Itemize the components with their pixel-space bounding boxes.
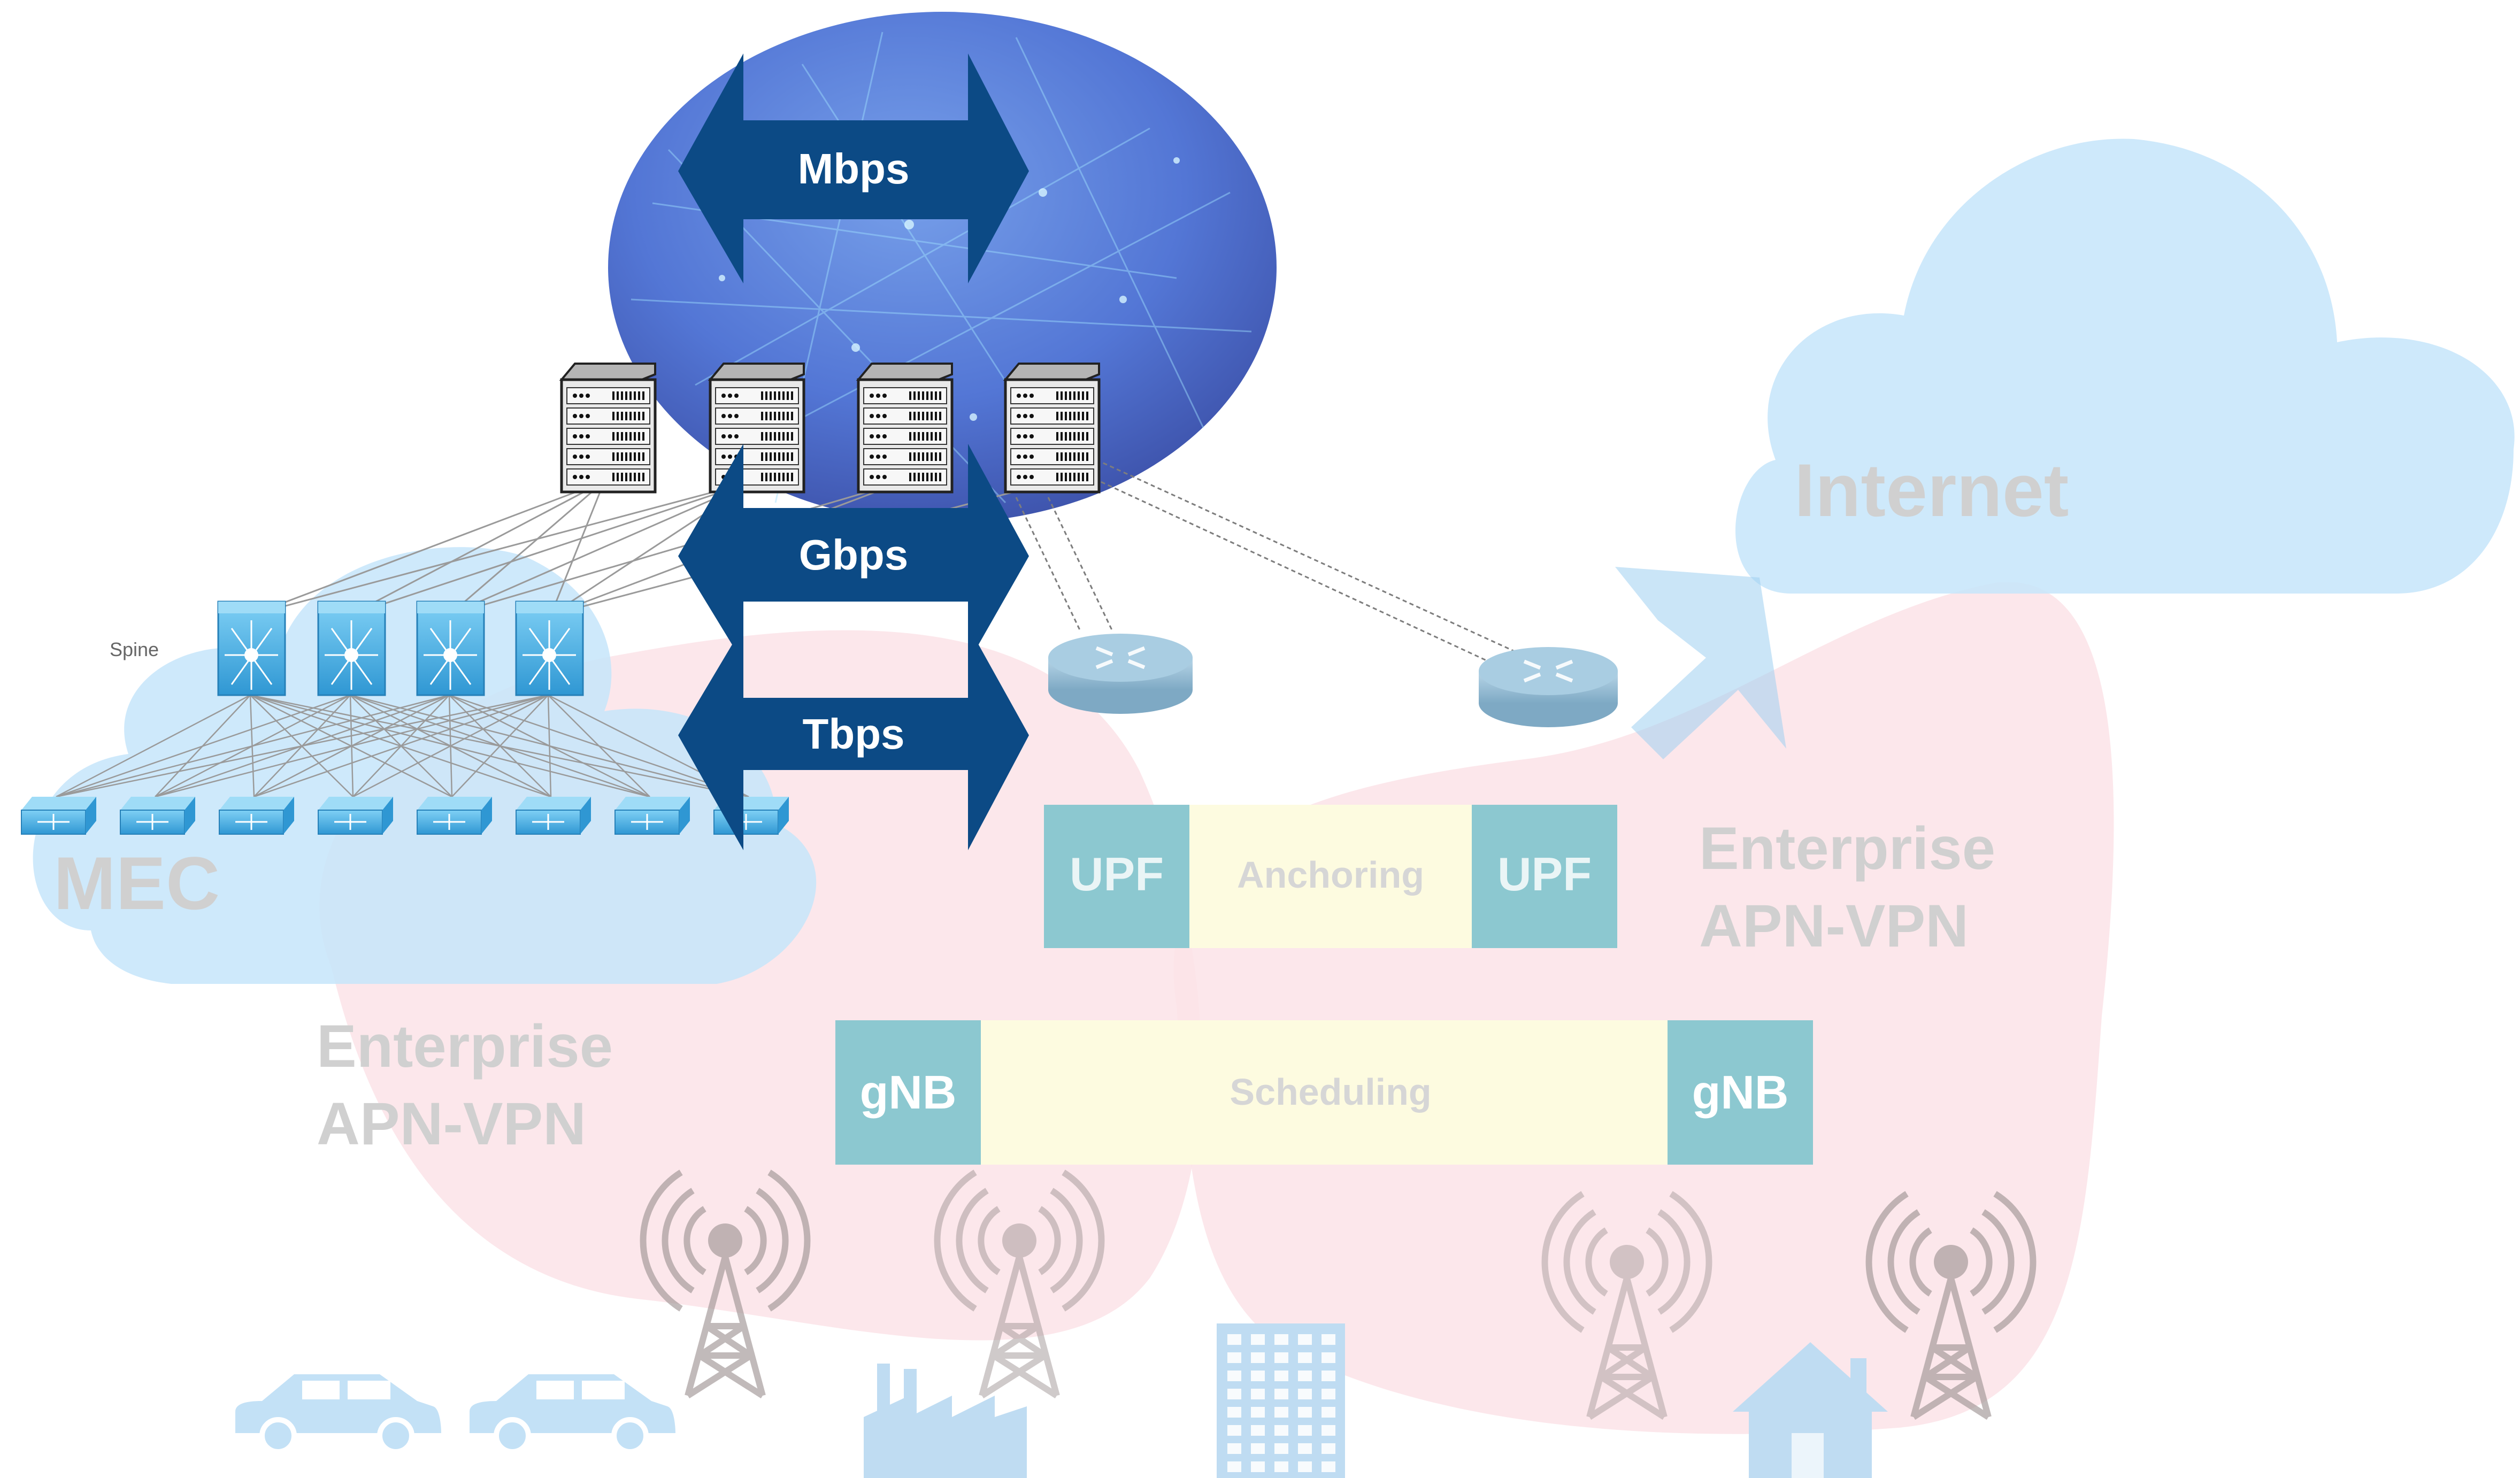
fabric-links (251, 480, 1054, 616)
car-icon (470, 1374, 675, 1454)
internet-cloud (1735, 138, 2515, 594)
factory-icon (864, 1364, 1027, 1478)
enterprise-region-right (1173, 582, 2114, 1434)
gnb-scheduling-bar: gNB Scheduling gNB (835, 1020, 1813, 1165)
house-icon (1733, 1342, 1888, 1478)
mbps-label: Mbps (798, 145, 910, 193)
anchoring-label: Anchoring (1237, 854, 1424, 896)
leaf-switches (21, 797, 789, 835)
server-rack-icon (1003, 363, 1101, 494)
upf-anchoring-bar: UPF Anchoring UPF (1044, 805, 1617, 948)
server-rack-icon (559, 363, 657, 494)
enterprise-label-right: Enterprise APN-VPN (1699, 815, 1995, 959)
tbps-label: Tbps (802, 710, 904, 758)
cell-tower-icon (1541, 1191, 1712, 1420)
leaf-switch-icon (417, 797, 492, 835)
spine-switch-icon (515, 601, 584, 696)
spine-switches (217, 601, 584, 696)
gnb-left-label: gNB (860, 1066, 957, 1119)
server-rack-icon (708, 363, 805, 494)
spine-switch-icon (317, 601, 386, 696)
cell-tower-icon (934, 1169, 1105, 1399)
internet-arrow-icon (1615, 567, 1786, 759)
leaf-switch-icon (614, 797, 690, 835)
office-building-icon (1217, 1323, 1345, 1478)
router-right (1479, 647, 1618, 727)
spine-switch-icon (416, 601, 485, 696)
enterprise-left-line1: Enterprise (317, 1013, 613, 1080)
server-racks (559, 363, 1101, 494)
spine-switch-icon (217, 601, 286, 696)
leaf-switch-icon (21, 797, 96, 835)
upf-left-label: UPF (1070, 848, 1164, 900)
leaf-switch-icon (318, 797, 393, 835)
tbps-arrow: Tbps (678, 626, 1029, 850)
enterprise-left-line2: APN-VPN (317, 1090, 586, 1157)
car-icon (235, 1374, 441, 1454)
gbps-label: Gbps (799, 531, 908, 579)
cell-towers (640, 1169, 2037, 1420)
cell-tower-icon (1865, 1191, 2037, 1420)
cell-tower-icon (640, 1169, 811, 1399)
enterprise-right-line2: APN-VPN (1699, 892, 1969, 959)
mec-label: MEC (53, 841, 220, 925)
gnb-right-label: gNB (1692, 1066, 1789, 1119)
spine-label: Spine (110, 638, 159, 660)
router-left (1048, 634, 1193, 714)
router-links (1015, 459, 1541, 664)
enterprise-right-line1: Enterprise (1699, 815, 1995, 882)
upf-right-label: UPF (1497, 848, 1592, 900)
scheduling-label: Scheduling (1230, 1071, 1431, 1113)
enterprise-label-left: Enterprise APN-VPN (317, 1013, 613, 1157)
internet-label: Internet (1794, 448, 2069, 532)
mbps-arrow: Mbps (678, 53, 1029, 283)
leaf-switch-icon (219, 797, 294, 835)
leaf-switch-icon (120, 797, 195, 835)
leaf-switch-icon (516, 797, 591, 835)
gbps-arrow: Gbps (678, 444, 1029, 663)
server-rack-icon (856, 363, 954, 494)
